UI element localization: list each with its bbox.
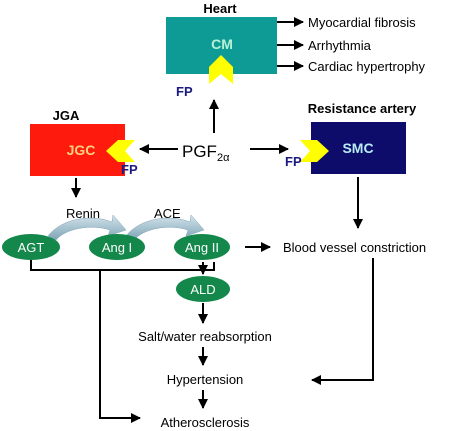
agt-node: [2, 234, 60, 260]
ang-i-node: [89, 234, 145, 260]
renin-label: Renin: [66, 206, 100, 221]
agt-label: AGT: [18, 240, 45, 255]
jgc-fp-label: FP: [121, 162, 138, 177]
jgc-label: JGC: [67, 142, 96, 158]
ace-enzyme-arrow-icon: [125, 214, 205, 241]
smc-fp-receptor-icon: [300, 140, 329, 162]
arrow-constriction-to-hypertension: [311, 258, 374, 385]
outcome-myocardial-fibrosis: Myocardial fibrosis: [308, 15, 416, 30]
atherosclerosis-text: Atherosclerosis: [161, 415, 250, 430]
ace-label: ACE: [154, 206, 181, 221]
cm-fp-receptor-icon: [209, 55, 233, 84]
smc-label: SMC: [342, 140, 373, 156]
pgf2a-subscript: 2α: [217, 152, 230, 164]
cm-label: CM: [211, 36, 233, 52]
ang-ii-label: Ang II: [185, 240, 219, 255]
cm-fp-label: FP: [176, 84, 193, 99]
salt-water-reabsorption-text: Salt/water reabsorption: [138, 329, 272, 344]
outcome-arrhythmia: Arrhythmia: [308, 38, 372, 53]
renin-enzyme-arrow-icon: [47, 214, 127, 241]
ald-label: ALD: [190, 282, 215, 297]
ang-i-label: Ang I: [102, 240, 132, 255]
ang-ii-node: [174, 234, 230, 260]
smc-fp-label: FP: [285, 154, 302, 169]
smc-box: [311, 122, 406, 174]
heart-title: Heart: [203, 1, 237, 16]
connector-agt-to-ang-ii: [30, 260, 215, 271]
hypertension-text: Hypertension: [167, 372, 244, 387]
outcome-cardiac-hypertrophy: Cardiac hypertrophy: [308, 59, 426, 74]
arrow-raas-to-atherosclerosis: [99, 270, 141, 423]
pgf2a-main: PGF: [182, 142, 217, 161]
artery-title: Resistance artery: [308, 101, 417, 116]
ald-node: [176, 276, 230, 302]
blood-vessel-constriction-text: Blood vessel constriction: [283, 240, 426, 255]
pgf2a-label: PGF2α: [182, 142, 230, 164]
jga-title: JGA: [53, 108, 80, 123]
jgc-fp-receptor-icon: [106, 140, 135, 162]
